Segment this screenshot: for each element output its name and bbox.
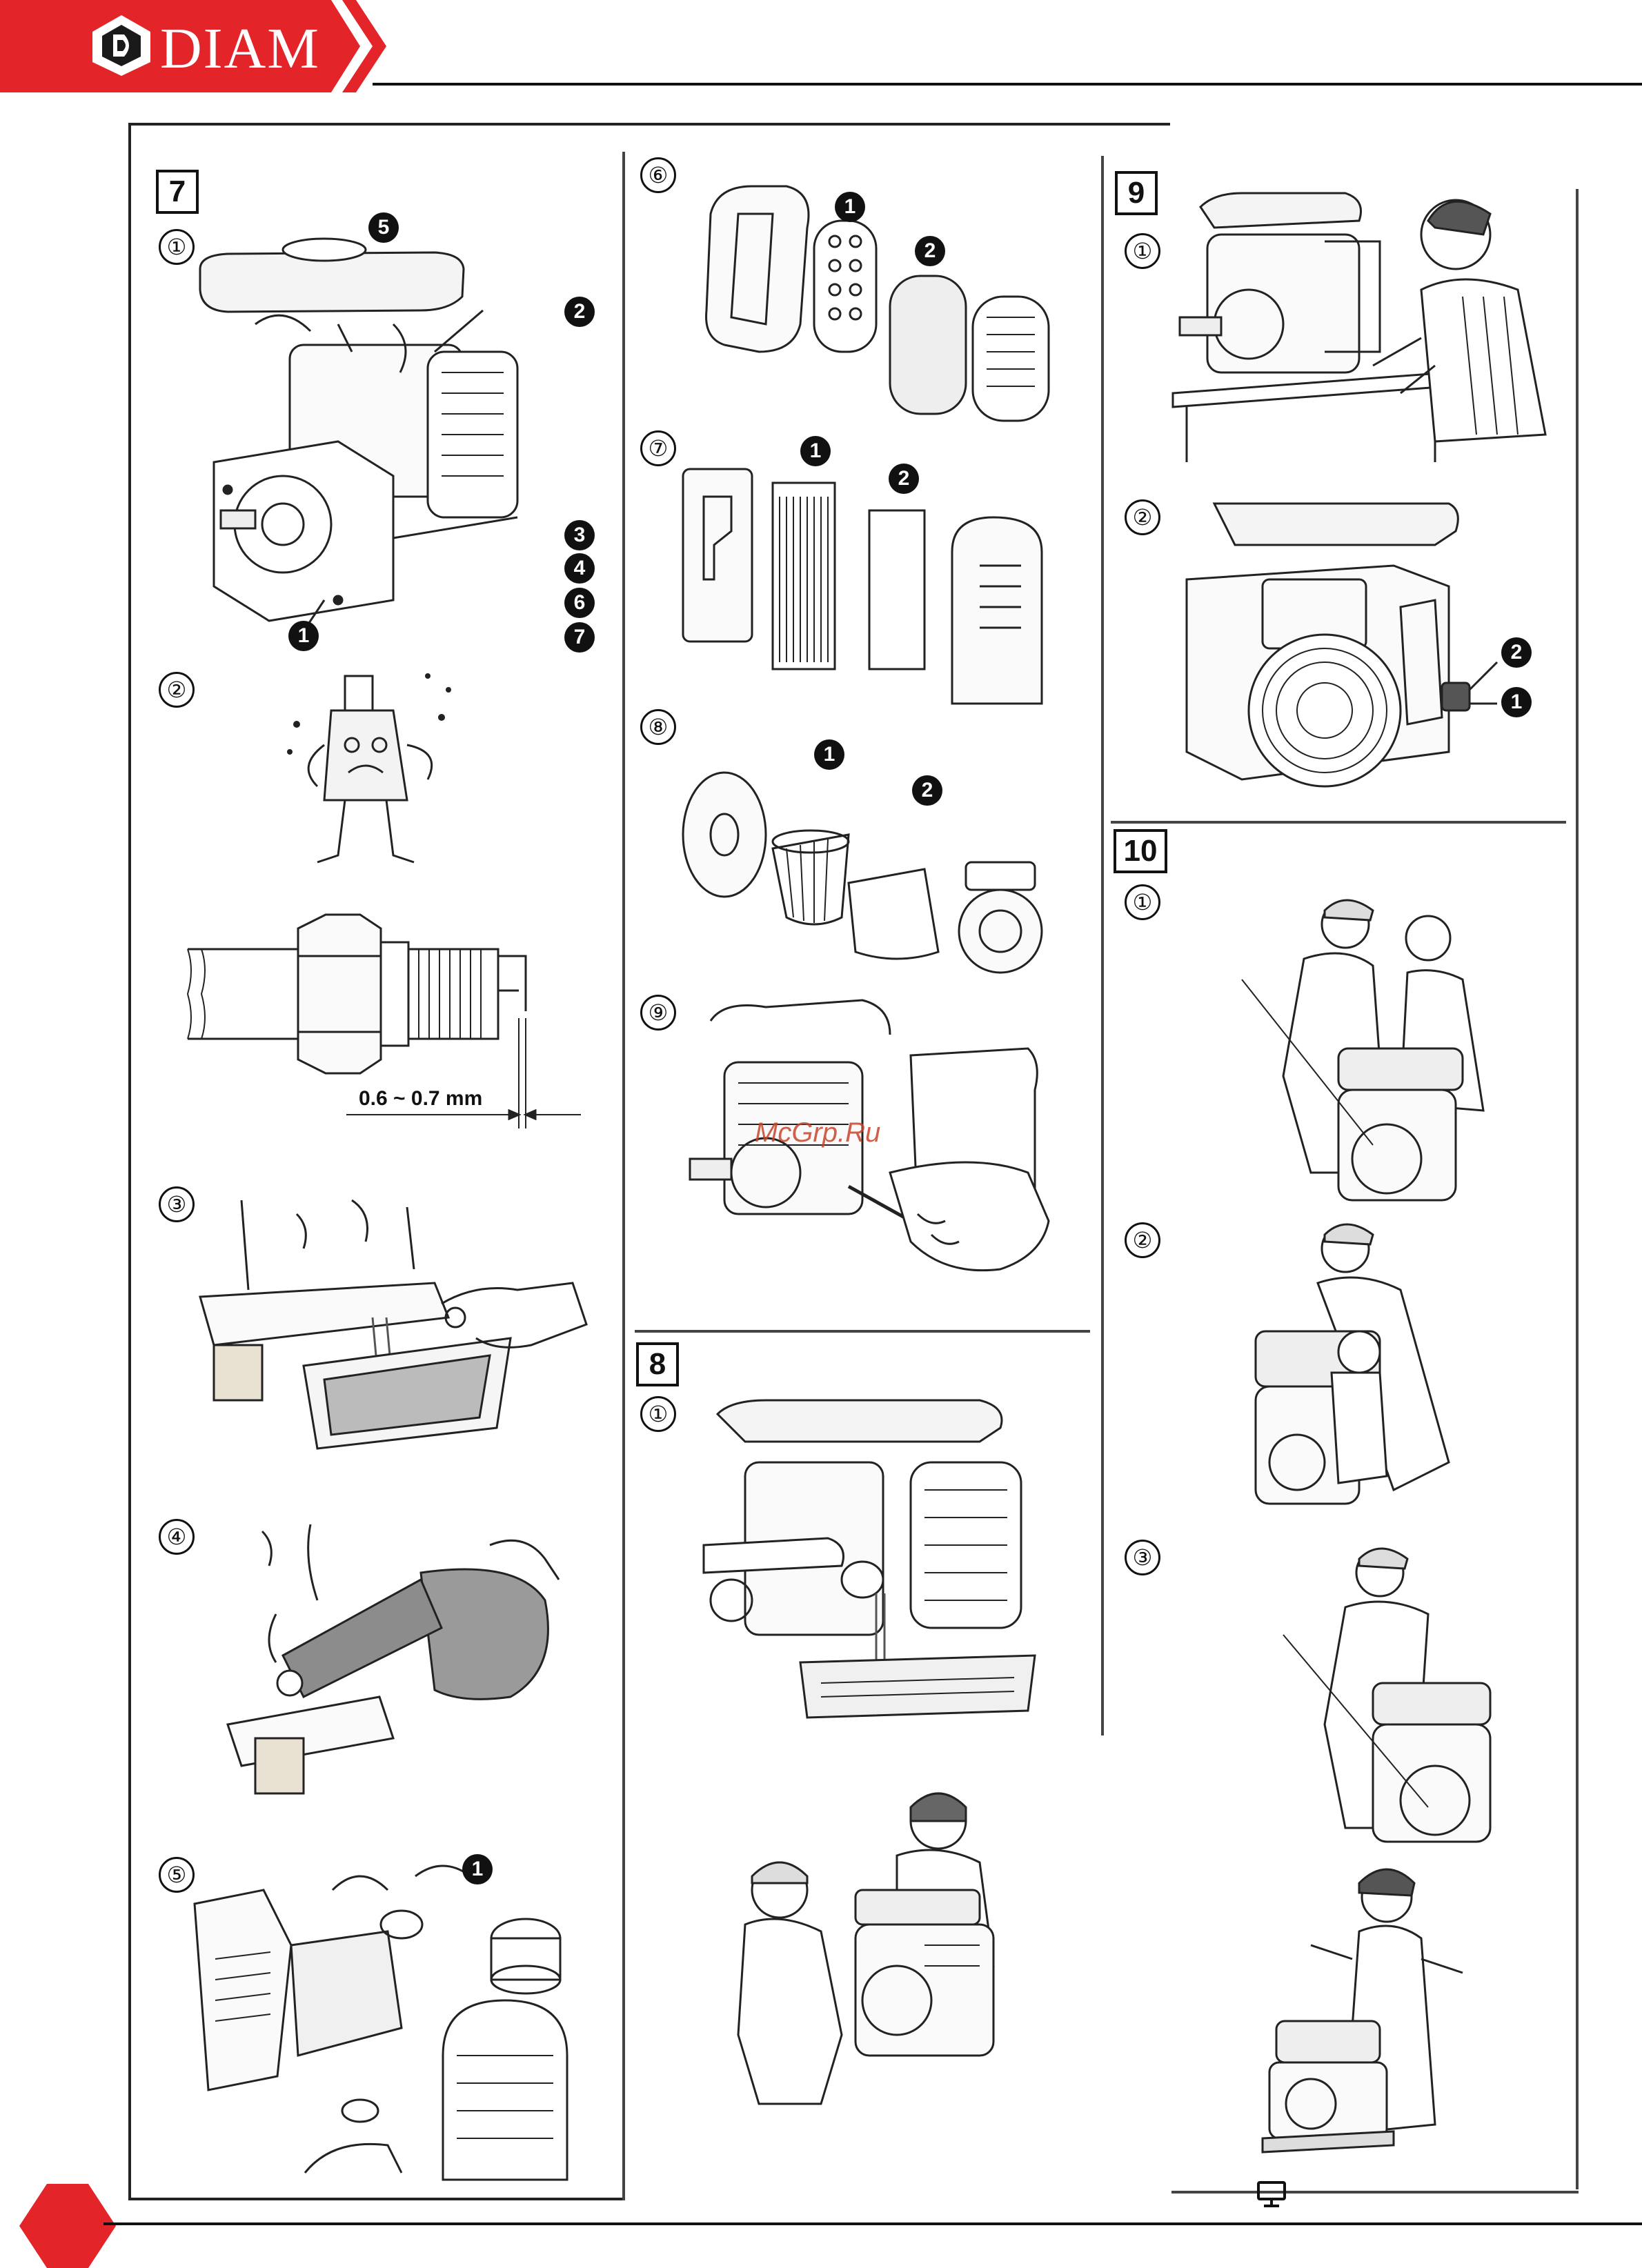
step-8-1: ① [640, 1396, 676, 1432]
callout-7-1-2: 2 [564, 297, 595, 327]
engine-running-illustration [1256, 1862, 1490, 2152]
frame-right [1576, 189, 1579, 2189]
oil-drain-illustration [186, 1186, 600, 1476]
callout-8c-1: 1 [814, 739, 844, 770]
callout-8c-2: 2 [912, 775, 942, 806]
spark-plug-cartoon-illustration [276, 662, 469, 876]
col-divider-2 [1101, 156, 1104, 1735]
diam-logo-icon [88, 12, 155, 79]
callout-6-2: 2 [915, 236, 945, 266]
col-divider-1 [622, 152, 625, 2200]
mechanics-discussion-illustration [718, 1787, 1035, 2118]
step-col2-7: ⑦ [640, 430, 676, 466]
step-10-2: ② [1125, 1222, 1160, 1258]
page-hexagon-badge [19, 2184, 116, 2268]
section-7-box: 7 [156, 170, 199, 214]
section-9-box: 9 [1115, 171, 1158, 215]
section-8-box: 8 [636, 1342, 679, 1386]
engine-overview-illustration [186, 214, 573, 641]
inspection-engine-illustration [1173, 186, 1559, 462]
engine-wrench-illustration [683, 993, 1056, 1311]
callout-7-1-4: 4 [564, 553, 595, 584]
callout-7b-1: 1 [800, 436, 831, 466]
callout-9-2-2: 2 [1501, 637, 1532, 668]
rope-start-step2-illustration [1242, 1214, 1490, 1518]
frame-left [128, 124, 131, 2200]
engine-stop-switch-illustration [1173, 490, 1532, 800]
callout-9-2-1: 1 [1501, 687, 1532, 717]
step-col2-8: ⑧ [640, 709, 676, 745]
watermark-text: McGrp.Ru [755, 1117, 880, 1148]
air-filter-type-a-illustration [697, 172, 1069, 428]
step-7-2: ② [159, 672, 195, 708]
rope-start-step3-illustration [1269, 1545, 1504, 1849]
monitor-icon [1256, 2180, 1287, 2209]
callout-7-5-1: 1 [462, 1854, 493, 1884]
spark-gap-label: 0.6 ~ 0.7 mm [359, 1087, 482, 1111]
oil-refill-illustration [200, 1518, 586, 1828]
air-filter-type-b-illustration [676, 441, 1062, 717]
callout-7-1-3: 3 [564, 520, 595, 550]
step-col2-6: ⑥ [640, 157, 676, 193]
callout-7b-2: 2 [889, 464, 919, 494]
frame-top [128, 123, 1170, 126]
callout-7-1-1: 1 [288, 621, 319, 651]
step-9-1: ① [1125, 233, 1160, 269]
callout-6-1: 1 [835, 192, 865, 222]
oil-filler-cap-illustration [181, 1849, 595, 2194]
header-rule [373, 83, 1642, 86]
section-10-rule [1111, 821, 1566, 824]
step-10-3: ③ [1125, 1540, 1160, 1575]
brand-name: DIAM [160, 15, 320, 82]
section-8-rule [635, 1330, 1090, 1333]
engine-oil-drain-illustration [704, 1393, 1049, 1738]
step-col2-9: ⑨ [640, 995, 676, 1031]
frame-bottom [128, 2198, 622, 2200]
footer-rule [103, 2222, 1642, 2225]
callout-7-1-5: 5 [368, 212, 399, 243]
rope-start-step1-illustration [1214, 897, 1504, 1200]
step-7-4: ④ [159, 1519, 195, 1555]
step-10-1: ① [1125, 884, 1160, 920]
section-10-box: 10 [1114, 829, 1167, 873]
air-filter-type-c-illustration [676, 745, 1062, 979]
step-9-2: ② [1125, 499, 1160, 535]
frame-bottom-right [1171, 2191, 1579, 2194]
callout-7-1-6: 6 [564, 588, 595, 618]
callout-7-1-7: 7 [564, 622, 595, 653]
